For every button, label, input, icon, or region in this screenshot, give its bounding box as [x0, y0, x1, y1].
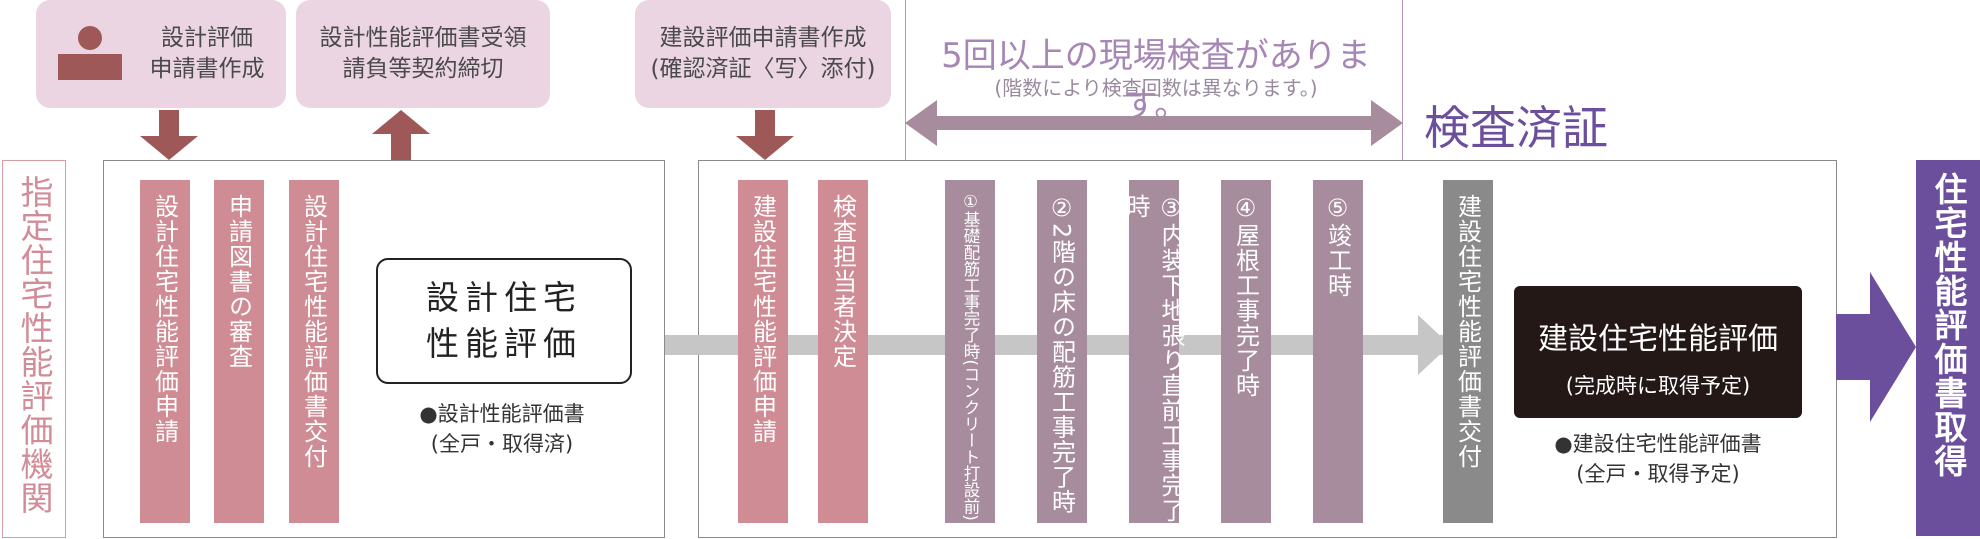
design-apply-text: 設計評価 申請書作成 — [149, 25, 265, 82]
inspection-bar: ④屋根工事完了時 — [1221, 180, 1271, 523]
design-apply-box: 設計評価 申請書作成 — [36, 0, 286, 108]
build-step-bar: 検査担当者決定 — [818, 180, 868, 523]
design-receive-box: 設計性能評価書受領 請負等契約締切 — [296, 0, 550, 108]
right-arrow-icon — [1418, 315, 1450, 375]
build-eval-title: 建設住宅性能評価 — [1538, 322, 1778, 357]
design-eval-doc: ●設計性能評価書 — [419, 402, 585, 426]
build-eval-doc: ●建設住宅性能評価書 — [1554, 432, 1762, 456]
down-arrow-icon — [140, 110, 198, 160]
design-receive-text: 設計性能評価書受領 請負等契約締切 — [319, 25, 527, 82]
design-eval-box: 設計住宅 性能評価 — [376, 258, 632, 384]
double-arrow-icon — [905, 100, 1403, 146]
up-arrow-icon — [372, 110, 430, 160]
design-step-bar: 申請図書の審査 — [214, 180, 264, 523]
design-step-bar: 設計住宅性能評価書交付 — [289, 180, 339, 523]
inspection-bar: ⑤竣工時 — [1313, 180, 1363, 523]
result-label: 住宅性能評価書取得 — [1929, 172, 1968, 478]
inspection-bar: ②2階の床の配筋工事完了時 — [1037, 180, 1087, 523]
build-apply-box: 建設評価申請書作成 (確認済証〈写〉添付) — [635, 0, 891, 108]
build-eval-box: 建設住宅性能評価 (完成時に取得予定) — [1514, 286, 1802, 418]
right-arrow-icon — [1836, 272, 1916, 422]
left-org-label: 指定住宅性能評価機関 — [15, 175, 54, 515]
build-step-bar: 建設住宅性能評価申請 — [738, 180, 788, 523]
inspection-bar: ③内装下地張り直前工事完了時 — [1122, 180, 1185, 523]
build-apply-text: 建設評価申請書作成 (確認済証〈写〉添付) — [650, 25, 876, 82]
result-panel: 住宅性能評価書取得 — [1916, 160, 1980, 536]
inspection-note: (階数により検査回数は異なります。) — [994, 76, 1318, 100]
design-step-bar: 設計住宅性能評価申請 — [140, 180, 190, 523]
build-eval-doc-note: (全戸・取得予定) — [1576, 462, 1740, 486]
design-eval-text: 設計住宅 性能評価 — [426, 278, 582, 363]
build-eval-subtitle: (完成時に取得予定) — [1565, 374, 1751, 398]
left-org-box: 指定住宅性能評価機関 — [2, 160, 66, 538]
inspected-certificate-label: 検査済証 — [1424, 101, 1608, 155]
person-icon — [58, 26, 122, 82]
down-arrow-icon — [736, 110, 794, 160]
build-delivery-bar: 建設住宅性能評価書交付 — [1443, 180, 1493, 523]
inspection-bar: ①基礎配筋工事完了時(コンクリート打設前) — [945, 180, 995, 523]
design-eval-doc-note: (全戸・取得済) — [430, 432, 574, 456]
